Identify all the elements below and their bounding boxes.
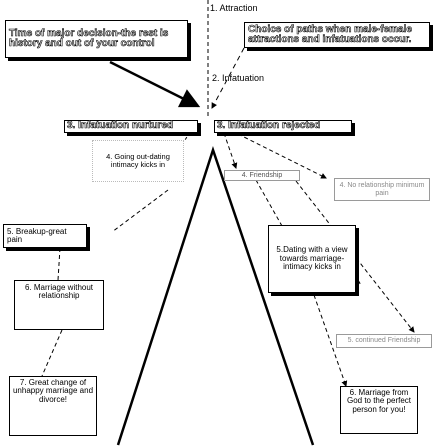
great-change-box: 7. Great change of unhappy marriage and …: [9, 376, 97, 436]
going-out-dating-text: 4. Going out-dating intimacy kicks in: [106, 152, 170, 169]
marriage-god-text: 6. Marriage from God to the perfect pers…: [346, 388, 412, 414]
infatuation-nurtured-text: 3. Infatuation nurtured: [67, 120, 174, 132]
connector-rejected-to-no-relationship: [237, 133, 327, 179]
great-change-text: 7. Great change of unhappy marriage and …: [12, 378, 94, 404]
infatuation-rejected-box: 3. Infatuation rejected: [214, 120, 352, 133]
dating-view-box: 5.Dating with a view towards marriage-in…: [268, 225, 356, 293]
continued-friendship-box: 5. continued Friendship: [336, 334, 432, 348]
connector-breakup-to-marriage-without: [57, 247, 61, 281]
marriage-god-box: 6. Marriage from God to the perfect pers…: [340, 386, 418, 434]
friendship-box: 4. Friendship: [224, 170, 300, 181]
connector-rejected-to-friendship: [223, 132, 238, 169]
infatuation-label: 2. Infatuation: [212, 73, 265, 83]
marriage-without-text: 6. Marriage without relationship: [24, 283, 94, 301]
friendship-text: 4. Friendship: [241, 171, 283, 179]
connector-marriage-without-to-change: [41, 329, 63, 377]
choice-of-paths-text: Choice of paths when male-female attract…: [248, 23, 413, 45]
choice-arrow: [211, 47, 245, 109]
dating-view-text: 5.Dating with a view towards marriage-in…: [276, 245, 348, 272]
going-out-dating-box: 4. Going out-dating intimacy kicks in: [92, 140, 184, 182]
connector-dating-side: [355, 269, 361, 285]
choice-of-paths-box: Choice of paths when male-female attract…: [244, 22, 430, 48]
connector-dating-to-breakup: [111, 189, 169, 233]
mountain-outline: [116, 146, 315, 446]
infatuation-rejected-text: 3. Infatuation rejected: [217, 120, 321, 132]
attraction-label: 1. Attraction: [210, 3, 258, 13]
decision-arrow: [109, 60, 201, 108]
no-relationship-text: 4. No relationship minimum pain: [339, 182, 425, 197]
connector-dating-to-marriage-god: [313, 294, 348, 387]
no-relationship-box: 4. No relationship minimum pain: [334, 178, 430, 201]
major-decision-box: Time of major decision-the rest is histo…: [5, 20, 188, 58]
connector-friendship-to-continued: [295, 180, 415, 333]
breakup-text: 5. Breakup-great pain: [7, 226, 67, 244]
continued-friendship-text: 5. continued Friendship: [347, 337, 421, 345]
infatuation-nurtured-box: 3. Infatuation nurtured: [64, 120, 198, 133]
connector-friendship-to-dating: [255, 179, 283, 227]
major-decision-text: Time of major decision-the rest is histo…: [9, 27, 169, 49]
breakup-box: 5. Breakup-great pain: [3, 224, 87, 248]
marriage-without-box: 6. Marriage without relationship: [14, 280, 104, 330]
